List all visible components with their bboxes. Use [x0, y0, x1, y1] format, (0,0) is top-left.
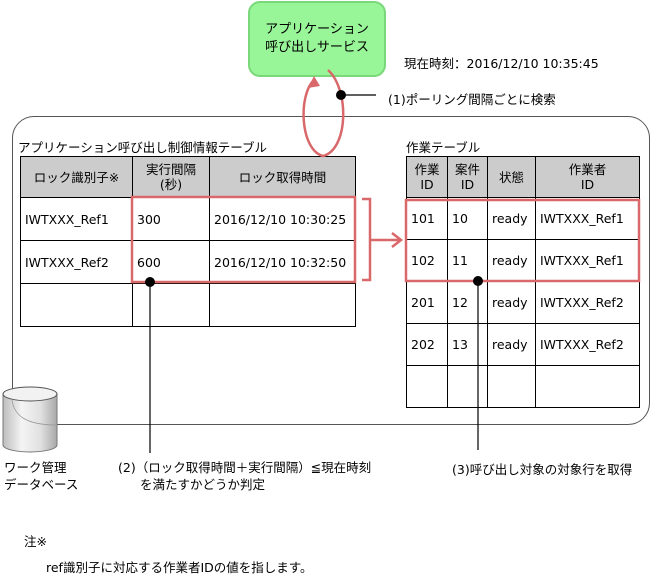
- cell: [447, 365, 488, 408]
- cell: 600: [132, 240, 210, 284]
- polling-loop-arrow-icon: [302, 69, 345, 158]
- cell: IWTXXX_Ref1: [535, 239, 640, 282]
- right-highlight-box: [404, 198, 641, 283]
- cell: 202: [406, 323, 448, 366]
- cell: IWTXXX_Ref2: [535, 281, 640, 324]
- step3-label: (3)呼び出し対象の対象行を取得: [452, 462, 633, 477]
- database-label: ワーク管理 データベース: [4, 460, 79, 492]
- note-title: 注※: [24, 534, 47, 549]
- table-row: [20, 283, 356, 327]
- table-row: [406, 365, 640, 408]
- cell: 201: [406, 281, 448, 324]
- service-box-line2: 呼び出しサービス: [265, 40, 369, 55]
- table-row: 101 10 ready IWTXXX_Ref1: [406, 197, 640, 240]
- note-text: ref識別子に対応する作業者IDの値を指します。: [46, 560, 313, 575]
- table-row: 201 12 ready IWTXXX_Ref2: [406, 281, 640, 324]
- cell: 2016/12/10 10:32:50: [209, 240, 356, 284]
- application-call-service-box: アプリケーション 呼び出しサービス: [248, 1, 386, 77]
- cell: 11: [447, 239, 488, 282]
- step2-label: (2)（ロック取得時間＋実行間隔）≦現在時刻 を満たすかどうか判定: [118, 460, 372, 492]
- cell: [487, 365, 536, 408]
- application-call-control-table: ロック識別子※ 実行間隔 (秒) ロック取得時間 IWTXXX_Ref1 300…: [20, 156, 356, 327]
- step3-leader-icon: [473, 276, 483, 450]
- header-lock-time: ロック取得時間: [209, 156, 356, 198]
- header-status: 状態: [487, 156, 536, 198]
- service-box-line1: アプリケーション: [265, 22, 369, 37]
- header-interval: 実行間隔 (秒): [132, 156, 210, 198]
- cell: 101: [406, 197, 448, 240]
- cell: [535, 365, 640, 408]
- cell: [406, 365, 448, 408]
- left-highlight-box: [130, 195, 357, 284]
- step1-leader-icon: [336, 90, 376, 100]
- table-row: 102 11 ready IWTXXX_Ref1: [406, 239, 640, 282]
- cell: ready: [487, 281, 536, 324]
- bracket-arrow-icon: [362, 197, 404, 282]
- cell: IWTXXX_Ref2: [535, 323, 640, 366]
- step2-leader-icon: [145, 277, 155, 453]
- cell: IWTXXX_Ref2: [20, 240, 133, 284]
- left-table-title: アプリケーション呼び出し制御情報テーブル: [18, 140, 268, 155]
- cell: 12: [447, 281, 488, 324]
- step1-label: (1)ポーリング間隔ごとに検索: [388, 92, 556, 107]
- work-management-db-area: [12, 116, 650, 425]
- current-time-label: 現在時刻：2016/12/10 10:35:45: [404, 56, 599, 71]
- cell: [209, 283, 356, 327]
- cell: [20, 283, 133, 327]
- cell: 102: [406, 239, 448, 282]
- database-icon: [2, 386, 58, 453]
- table-row: IWTXXX_Ref1 300 2016/12/10 10:30:25: [20, 197, 356, 241]
- cell: ready: [487, 323, 536, 366]
- right-table-title: 作業テーブル: [406, 140, 481, 155]
- cell: 2016/12/10 10:30:25: [209, 197, 356, 241]
- cell: IWTXXX_Ref1: [20, 197, 133, 241]
- table-row: IWTXXX_Ref2 600 2016/12/10 10:32:50: [20, 240, 356, 284]
